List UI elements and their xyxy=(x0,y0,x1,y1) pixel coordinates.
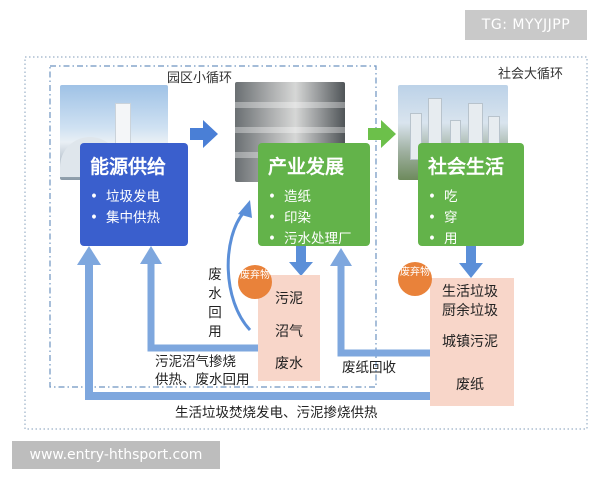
society-item: 吃 xyxy=(428,187,524,208)
society-item: 用 xyxy=(428,229,524,250)
energy-item: 垃圾发电 xyxy=(90,187,188,208)
industry-item: 印染 xyxy=(268,208,370,229)
bottom-flow-label: 生活垃圾焚烧发电、污泥掺烧供热 xyxy=(175,405,378,421)
waste-badge: 废弃物 xyxy=(238,265,272,299)
arrow-wastewater-reuse xyxy=(226,211,252,332)
watermark-top: TG: MYYJJPP xyxy=(465,10,587,40)
park-cycle-label: 园区小循环 xyxy=(167,71,233,86)
wastewater-reuse-label: 废水回用 xyxy=(208,267,222,340)
sludge-cofire-label: 污泥沼气掺烧 xyxy=(155,354,236,370)
industry-waste-panel: 污泥 沼气 废水 xyxy=(258,275,320,381)
arrow-energy-to-industry xyxy=(190,120,218,148)
waste-item: 污泥 xyxy=(275,291,303,307)
society-life-box: 社会生活 吃 穿 用 xyxy=(418,143,524,247)
waste-item: 生活垃圾 xyxy=(442,284,498,300)
energy-item: 集中供热 xyxy=(90,208,188,229)
paper-recycle-label: 废纸回收 xyxy=(342,360,396,376)
industry-box: 产业发展 造纸 印染 污水处理厂 xyxy=(258,143,370,247)
arrow-industry-to-society xyxy=(368,120,396,148)
waste-item: 沼气 xyxy=(275,324,303,340)
heat-water-label: 供热、废水回用 xyxy=(155,372,250,388)
industry-title: 产业发展 xyxy=(268,156,345,178)
society-cycle-border xyxy=(24,56,588,430)
waste-item: 废水 xyxy=(275,356,303,372)
energy-supply-box: 能源供给 垃圾发电 集中供热 xyxy=(80,143,188,246)
industry-item: 造纸 xyxy=(268,187,370,208)
arrow-industry-to-waste xyxy=(289,246,313,276)
society-waste-panel: 生活垃圾 厨余垃圾 城镇污泥 废纸 xyxy=(430,278,514,406)
society-cycle-label: 社会大循环 xyxy=(498,67,564,82)
society-item: 穿 xyxy=(428,208,524,229)
arrow-society-to-waste xyxy=(459,246,483,278)
waste-item: 城镇污泥 xyxy=(442,334,498,350)
park-cycle-border xyxy=(49,65,377,388)
energy-supply-title: 能源供给 xyxy=(90,156,167,178)
arrow-paper-to-industry xyxy=(337,264,430,357)
waste-badge: 废弃物 xyxy=(398,262,432,296)
arrow-sludge-to-energy xyxy=(147,262,258,352)
watermark-bottom: www.entry-hthsport.com xyxy=(12,441,220,469)
waste-item: 废纸 xyxy=(456,377,484,393)
arrow-waste-to-energy xyxy=(85,262,430,400)
industry-item: 污水处理厂 xyxy=(268,229,370,250)
waste-item: 厨余垃圾 xyxy=(442,303,498,319)
society-life-title: 社会生活 xyxy=(428,156,505,178)
